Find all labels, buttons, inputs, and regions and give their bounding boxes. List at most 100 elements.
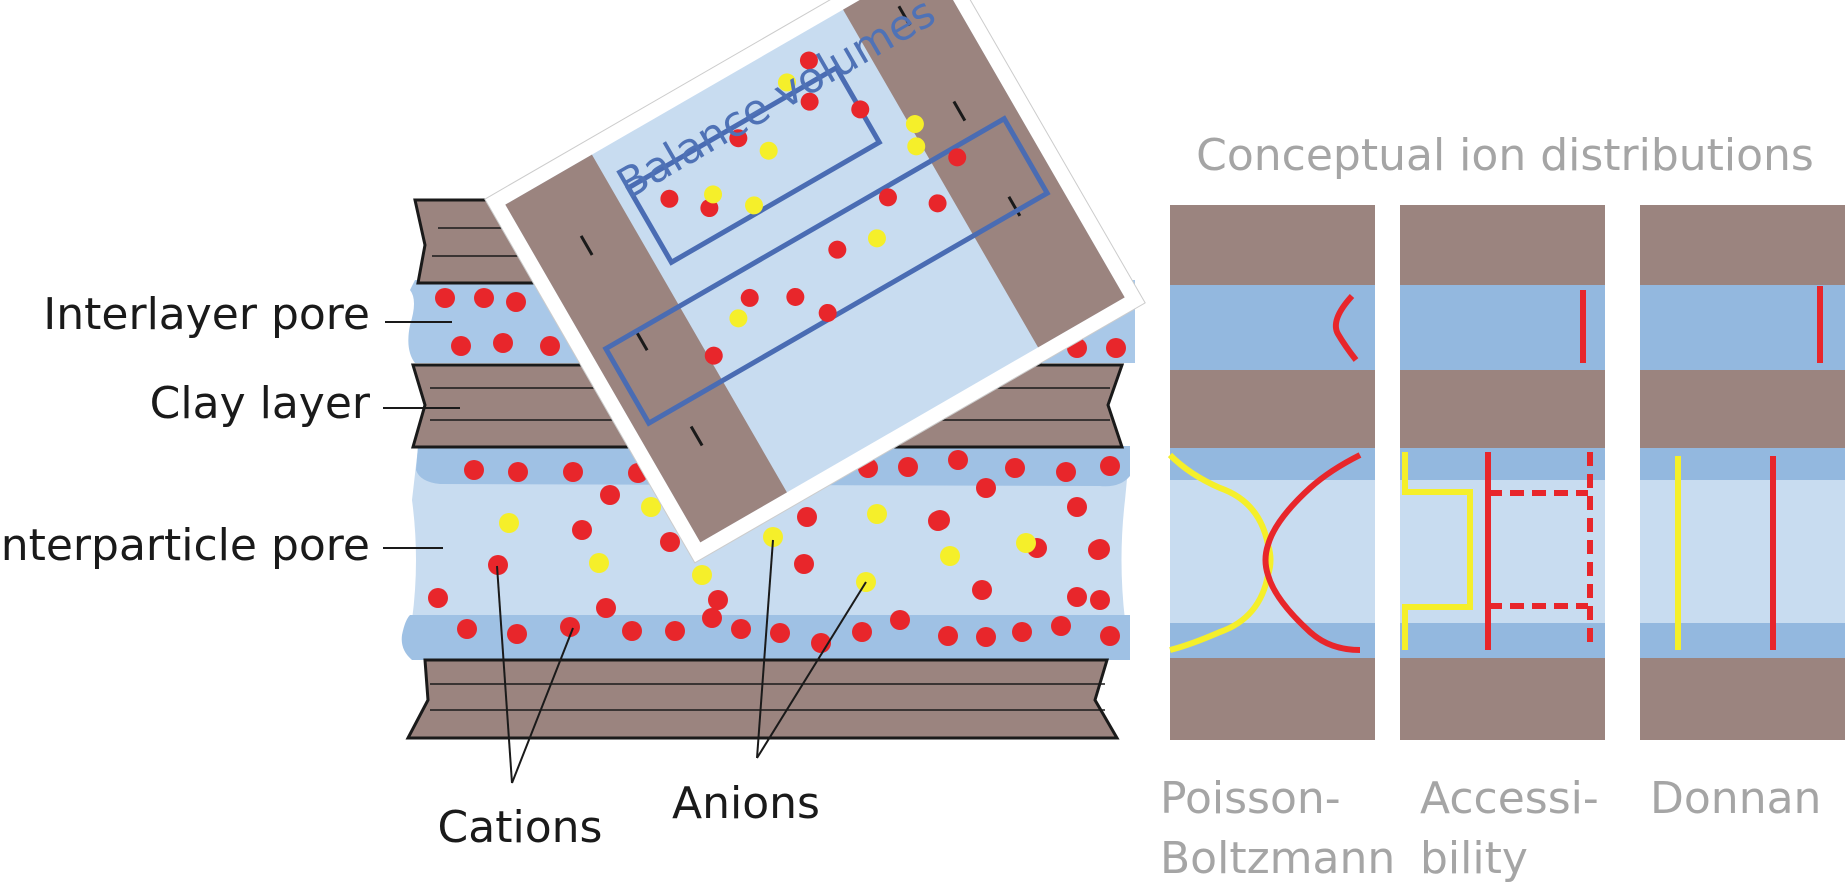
cation-dot	[928, 194, 947, 213]
cation-dot	[1090, 590, 1110, 610]
anion-dot	[745, 196, 764, 215]
cation-dot	[938, 626, 958, 646]
model-label-acc-1: Accessi-	[1420, 773, 1599, 824]
cation-dot	[493, 333, 513, 353]
cation-dot	[600, 485, 620, 505]
anion-dot	[1016, 533, 1036, 553]
model-label-acc-2: bility	[1420, 833, 1528, 884]
anion-dot	[777, 73, 796, 92]
model-label-pb-2: Boltzmann	[1160, 833, 1395, 884]
cation-dot	[972, 580, 992, 600]
label-anions: Anions	[672, 778, 820, 829]
pb-cation-curve	[1262, 452, 1362, 653]
cation-dot	[708, 590, 728, 610]
panel-interparticle	[1400, 480, 1605, 623]
label-interlayer-pore: Interlayer pore	[43, 289, 370, 340]
cation-dot	[729, 129, 748, 148]
cation-dot	[660, 189, 679, 208]
cation-dot	[1005, 458, 1025, 478]
cation-dot	[560, 617, 580, 637]
model-label-donnan: Donnan	[1650, 773, 1821, 824]
cation-dot	[572, 520, 592, 540]
anion-dot	[641, 497, 661, 517]
ions-main	[428, 288, 1126, 653]
anion-dot	[940, 546, 960, 566]
panel-interlayer	[1170, 285, 1375, 370]
cation-dot	[508, 462, 528, 482]
label-interparticle-pore: Interparticle pore	[0, 520, 370, 571]
cation-dot	[506, 292, 526, 312]
cation-dot	[474, 288, 494, 308]
cation-dot	[464, 460, 484, 480]
inset-clay-right	[843, 0, 1125, 348]
cation-dot	[799, 51, 818, 70]
cation-dot	[1100, 456, 1120, 476]
cation-dot	[930, 510, 950, 530]
cation-dot	[948, 450, 968, 470]
panel-clay-bottom	[1400, 658, 1605, 740]
label-cations: Cations	[438, 802, 603, 853]
panel-interparticle	[1640, 480, 1845, 623]
cation-dot	[740, 288, 759, 307]
distribution-panel-1	[1400, 205, 1605, 740]
balance-volume-inset	[484, 0, 1146, 564]
cation-dot	[786, 287, 805, 306]
cation-dot	[948, 148, 967, 167]
distribution-panels	[1170, 205, 1845, 740]
cation-dot	[1088, 540, 1108, 560]
cation-dot	[1056, 462, 1076, 482]
cation-dot	[700, 199, 719, 218]
panel-clay-middle	[1170, 370, 1375, 448]
cation-dot	[770, 623, 790, 643]
panel-clay-bottom	[1170, 658, 1375, 740]
anion-dot	[905, 115, 924, 134]
cation-dot	[818, 303, 837, 322]
cation-dot	[435, 288, 455, 308]
anion-dot	[867, 504, 887, 524]
cation-dot	[563, 462, 583, 482]
cation-dot	[1012, 622, 1032, 642]
panel-band-top	[1640, 448, 1845, 480]
cation-dot	[1106, 338, 1126, 358]
cation-dot	[1051, 616, 1071, 636]
cation-dot	[622, 621, 642, 641]
cation-dot	[890, 610, 910, 630]
acc-anion-step	[1402, 452, 1473, 650]
cation-dot	[451, 336, 471, 356]
donnan-lines	[1675, 286, 1823, 650]
cation-dot	[540, 336, 560, 356]
cation-dot	[898, 457, 918, 477]
cation-dot	[797, 507, 817, 527]
cation-dot	[1100, 626, 1120, 646]
model-label-pb-1: Poisson-	[1160, 773, 1341, 824]
cation-dot	[660, 532, 680, 552]
panel-clay-top	[1400, 205, 1605, 285]
cation-dot	[878, 188, 897, 207]
cation-dot	[794, 554, 814, 574]
anion-dot	[763, 527, 783, 547]
panel-interlayer	[1400, 285, 1605, 370]
panel-clay-top	[1640, 205, 1845, 285]
cation-dot	[731, 619, 751, 639]
anion-dot	[692, 565, 712, 585]
cation-dot	[457, 619, 477, 639]
cation-dot	[488, 555, 508, 575]
distribution-panel-0	[1170, 205, 1375, 740]
pb-anion-curve	[1167, 452, 1274, 653]
cation-dot	[507, 624, 527, 644]
acc-lines	[1402, 290, 1593, 650]
panel-band-bottom	[1640, 623, 1845, 658]
cation-dot	[1067, 587, 1087, 607]
ions-inset	[660, 51, 967, 365]
cation-dot	[702, 608, 722, 628]
panel-band-bottom	[1400, 623, 1605, 658]
anion-dot	[759, 141, 778, 160]
anion-dot	[867, 229, 886, 248]
anion-dot	[499, 513, 519, 533]
panel-clay-middle	[1640, 370, 1845, 448]
cation-dot	[976, 478, 996, 498]
anion-dot	[589, 553, 609, 573]
anion-dot	[907, 137, 926, 156]
anion-dot	[704, 185, 723, 204]
panel-title: Conceptual ion distributions	[1196, 130, 1814, 181]
